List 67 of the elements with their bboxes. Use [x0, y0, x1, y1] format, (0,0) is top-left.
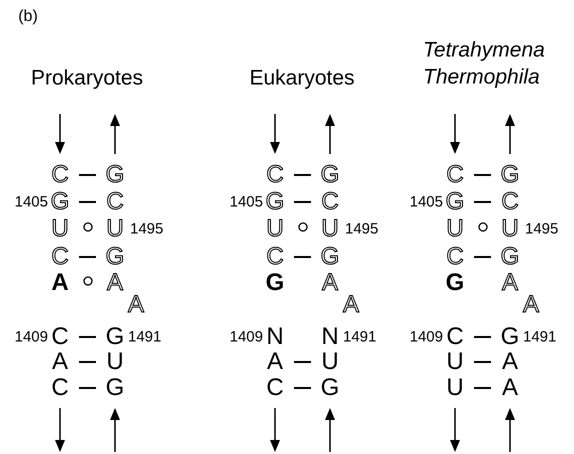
nucleotide-letter: C: [446, 325, 464, 349]
nucleotide-letter: U: [446, 217, 464, 241]
nucleotide-letter: G: [446, 271, 464, 295]
nucleotide-letter: U: [106, 350, 124, 374]
column-heading: Eukaryotes: [249, 68, 355, 88]
nucleotide-letter: G: [50, 190, 70, 214]
nucleotide-letter: C: [51, 163, 69, 187]
nucleotide-letter: C: [106, 190, 124, 214]
nucleotide-letter: C: [446, 245, 464, 269]
nucleotide-letter: A: [502, 271, 518, 295]
position-number: 1491: [343, 330, 376, 344]
nucleotide-letter: C: [321, 190, 339, 214]
nucleotide-letter: G: [320, 376, 340, 400]
column-heading: Prokaryotes: [30, 68, 144, 88]
nucleotide-letter: U: [501, 217, 519, 241]
nucleotide-letter: U: [321, 350, 339, 374]
nucleotide-letter: C: [51, 245, 69, 269]
nucleotide-letter: C: [266, 245, 284, 269]
column-heading: Tetrahymena Thermophila: [423, 38, 546, 91]
nucleotide-letter: A: [343, 293, 359, 317]
nucleotide-letter: U: [446, 376, 464, 400]
nucleotide-letter: N: [321, 325, 339, 349]
nucleotide-letter: C: [51, 325, 69, 349]
nucleotide-letter: G: [500, 325, 520, 349]
position-number: 1409: [230, 330, 263, 344]
panel-label: (b): [18, 9, 38, 25]
nucleotide-letter: C: [501, 190, 519, 214]
position-number: 1409: [14, 330, 48, 344]
nucleotide-letter: A: [322, 271, 338, 295]
nucleotide-letter: C: [446, 163, 464, 187]
nucleotide-letter: A: [502, 376, 518, 400]
nucleotide-letter: N: [266, 325, 284, 349]
nucleotide-letter: A: [267, 350, 283, 374]
nucleotide-letter: U: [321, 217, 339, 241]
nucleotide-letter: C: [266, 163, 284, 187]
nucleotide-letter: G: [446, 190, 464, 214]
nucleotide-letter: G: [320, 245, 340, 269]
position-number: 1495: [525, 222, 558, 236]
nucleotide-letter: G: [320, 163, 340, 187]
position-number: 1495: [345, 222, 378, 236]
nucleotide-letter: A: [502, 350, 518, 374]
nucleotide-letter: G: [500, 163, 520, 187]
nucleotide-letter: U: [446, 350, 464, 374]
nucleotide-letter: A: [52, 350, 68, 374]
position-number: 1405: [410, 194, 443, 210]
nucleotide-letter: U: [266, 217, 284, 241]
nucleotide-letter: G: [266, 271, 284, 295]
position-number: 1495: [130, 222, 164, 236]
nucleotide-letter: A: [107, 271, 123, 295]
nucleotide-letter: A: [128, 293, 144, 317]
position-number: 1491: [128, 330, 162, 344]
nucleotide-letter: U: [106, 217, 124, 241]
nucleotide-letter: G: [500, 245, 520, 269]
nucleotide-letter: G: [106, 245, 124, 269]
nucleotide-letter: U: [51, 217, 69, 241]
position-number: 1405: [230, 194, 263, 210]
nucleotide-letter: C: [266, 376, 284, 400]
nucleotide-letter: G: [106, 325, 124, 349]
nucleotide-letter: G: [266, 190, 284, 214]
position-number: 1409: [410, 330, 443, 344]
position-number: 1491: [523, 330, 556, 344]
position-number: 1405: [14, 194, 48, 210]
nucleotide-letter: G: [106, 376, 124, 400]
nucleotide-letter: A: [523, 293, 539, 317]
nucleotide-letter: A: [51, 271, 69, 295]
nucleotide-letter: G: [106, 163, 124, 187]
nucleotide-letter: C: [51, 376, 69, 400]
